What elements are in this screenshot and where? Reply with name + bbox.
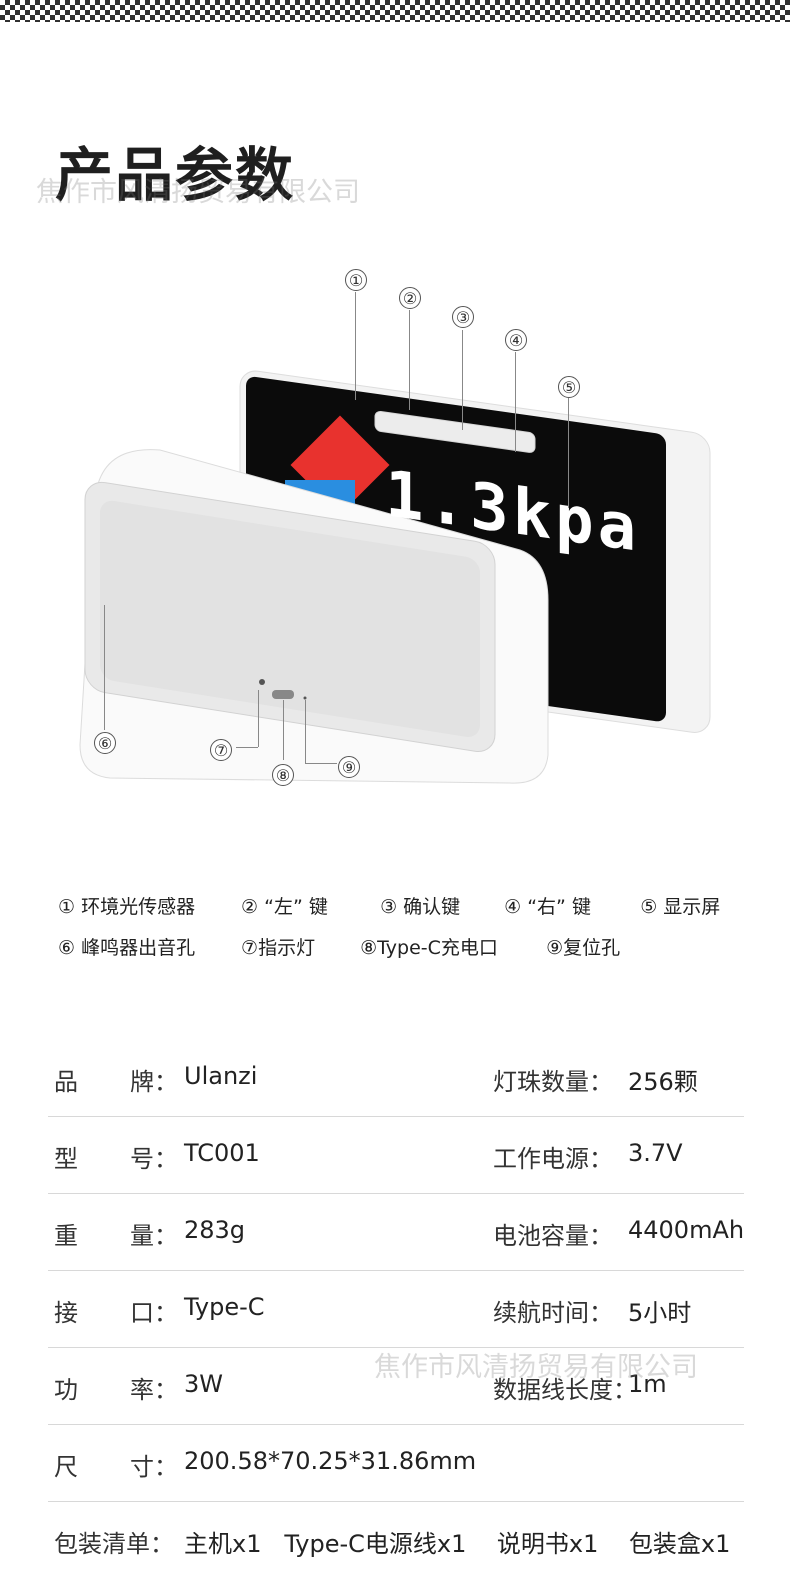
spec-value: 3.7V xyxy=(628,1139,683,1167)
spec-value: 1m xyxy=(628,1370,667,1398)
callout-2: ② xyxy=(399,287,421,309)
callout-line-9 xyxy=(305,700,306,763)
callout-line-1 xyxy=(355,292,356,400)
callout-7: ⑦ xyxy=(210,739,232,761)
callout-8: ⑧ xyxy=(272,764,294,786)
spec-key: 牌： xyxy=(130,1068,178,1096)
spec-key: 接 xyxy=(54,1299,78,1327)
table-row: 型 号： TC001 工作电源： 3.7V xyxy=(48,1117,744,1194)
legend-item: ③ 确认键 xyxy=(380,896,461,918)
callout-line-7 xyxy=(258,690,259,747)
callout-line-5 xyxy=(568,398,569,508)
table-row: 功 率： 3W 数据线长度： 1m xyxy=(48,1348,744,1425)
callout-6: ⑥ xyxy=(94,732,116,754)
spec-key: 灯珠数量： xyxy=(493,1068,613,1096)
legend-item: ⑥ 峰鸣器出音孔 xyxy=(58,937,196,959)
legend-item: ① 环境光传感器 xyxy=(58,896,196,918)
spec-value: 5小时 xyxy=(628,1299,692,1327)
spec-value: 3W xyxy=(184,1370,223,1398)
watermark: 焦作市风清扬贸易有限公司 xyxy=(374,1352,698,1383)
legend-item: ④ “右” 键 xyxy=(504,896,591,918)
spec-key: 工作电源： xyxy=(493,1145,613,1173)
spec-key: 号： xyxy=(130,1145,178,1173)
callout-line-3 xyxy=(462,330,463,430)
legend-item: ⑦指示灯 xyxy=(241,937,316,959)
callout-5: ⑤ xyxy=(558,376,580,398)
legend-row-2: ⑥ 峰鸣器出音孔 ⑦指示灯 ⑧Type-C充电口 ⑨复位孔 xyxy=(58,933,620,960)
legend-item: ⑨复位孔 xyxy=(546,937,621,959)
checker-border xyxy=(0,0,790,22)
spec-key: 口： xyxy=(130,1299,178,1327)
spec-key: 功 xyxy=(54,1376,78,1404)
device-drawing xyxy=(79,370,711,784)
spec-value: Type-C xyxy=(184,1293,265,1321)
page-title: 产品参数 xyxy=(55,141,296,209)
spec-value: 200.58*70.25*31.86mm xyxy=(184,1447,477,1475)
spec-key: 寸： xyxy=(130,1453,178,1481)
legend-item: ⑧Type-C充电口 xyxy=(360,937,498,959)
spec-value: 283g xyxy=(184,1216,246,1244)
spec-value: TC001 xyxy=(184,1139,260,1167)
spec-key: 数据线长度： xyxy=(493,1376,637,1404)
spec-key: 型 xyxy=(54,1145,78,1173)
spec-key: 重 xyxy=(54,1222,78,1250)
callout-line-4 xyxy=(515,352,516,452)
spec-key: 包装清单： xyxy=(54,1530,174,1558)
callout-line-2 xyxy=(409,310,410,410)
spec-value: 主机x1 Type-C电源线x1 说明书x1 包装盒x1 xyxy=(184,1530,731,1558)
device-illustration: 1.3kpa ① ② ③ ④ ⑤ ⑥ ⑦ ⑧ ⑨ xyxy=(0,250,790,810)
spec-key: 电池容量： xyxy=(493,1222,613,1250)
callout-4: ④ xyxy=(505,329,527,351)
table-row: 接 口： Type-C 续航时间： 5小时 xyxy=(48,1271,744,1348)
callout-9: ⑨ xyxy=(338,756,360,778)
callout-line-8 xyxy=(283,700,284,760)
legend-item: ⑤ 显示屏 xyxy=(640,896,721,918)
spec-value: 256颗 xyxy=(628,1068,698,1096)
watermark: 焦作市风清扬贸易有限公司 xyxy=(36,177,360,208)
legend-item: ② “左” 键 xyxy=(241,896,328,918)
callout-1: ① xyxy=(345,269,367,291)
spec-key: 品 xyxy=(54,1068,78,1096)
table-row: 包装清单： 主机x1 Type-C电源线x1 说明书x1 包装盒x1 xyxy=(48,1502,744,1578)
spec-value: 4400mAh xyxy=(628,1216,745,1244)
legend-row-1: ① 环境光传感器 ② “左” 键 ③ 确认键 ④ “右” 键 ⑤ 显示屏 xyxy=(58,892,720,919)
spec-key: 量： xyxy=(130,1222,178,1250)
table-row: 重 量： 283g 电池容量： 4400mAh xyxy=(48,1194,744,1271)
callout-3: ③ xyxy=(452,306,474,328)
table-row: 品 牌： Ulanzi 灯珠数量： 256颗 xyxy=(48,1040,744,1117)
spec-key: 尺 xyxy=(54,1453,78,1481)
table-row: 尺 寸： 200.58*70.25*31.86mm xyxy=(48,1425,744,1502)
spec-key: 续航时间： xyxy=(493,1299,613,1327)
spec-key: 率： xyxy=(130,1376,178,1404)
callout-line-6 xyxy=(104,605,105,730)
spec-value: Ulanzi xyxy=(184,1062,258,1090)
